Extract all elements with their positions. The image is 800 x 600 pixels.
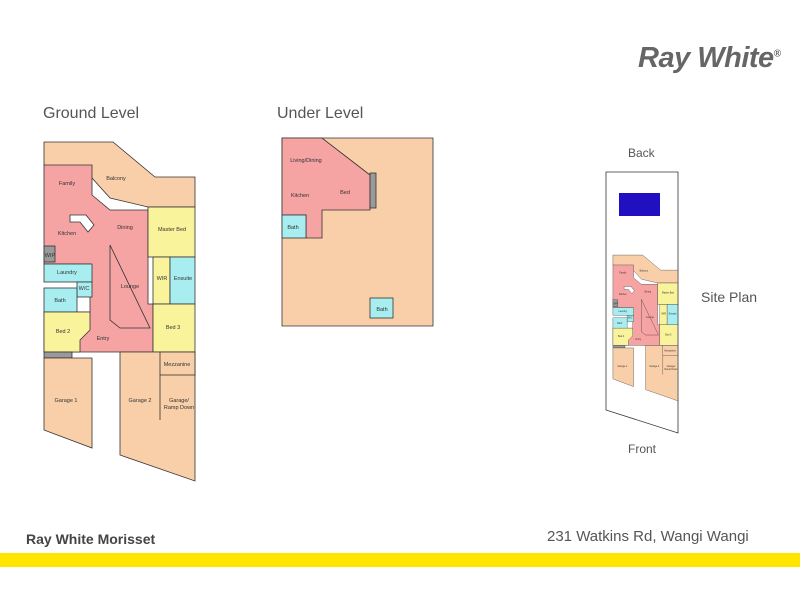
- agency-name: Ray White Morisset: [26, 531, 156, 547]
- room-garage-ramp-2: Ramp Down: [164, 405, 194, 411]
- room-under-bath-1: Bath: [287, 225, 298, 231]
- room-dining: Dining: [117, 225, 133, 231]
- room-bed-2: Bed 2: [56, 329, 70, 335]
- logo-mark: ®: [773, 48, 781, 60]
- room-entry: Entry: [97, 336, 110, 342]
- brand-yellow-band: [0, 553, 800, 567]
- room-family: Family: [59, 181, 75, 187]
- site-back-label: Back: [628, 146, 655, 160]
- site-plan: [605, 171, 679, 434]
- property-address: 231 Watkins Rd, Wangi Wangi: [547, 528, 749, 545]
- site-house-footprint: [612, 254, 679, 402]
- ground-level-heading: Ground Level: [43, 105, 140, 122]
- room-garage-1: Garage 1: [55, 398, 78, 404]
- logo-text: Ray White: [638, 42, 774, 74]
- room-balcony: Balcony: [106, 176, 126, 182]
- site-front-label: Front: [628, 442, 657, 456]
- room-master-bed: Master Bed: [158, 227, 186, 233]
- room-lounge: Lounge: [121, 284, 139, 290]
- ray-white-logo: Ray White®: [638, 42, 781, 75]
- room-garage-ramp-1: Garage/: [169, 398, 189, 404]
- room-ensuite: Ensuite: [174, 276, 192, 282]
- room-garage-2: Garage 2: [129, 398, 152, 404]
- room-mezzanine: Mezzanine: [164, 362, 191, 368]
- room-under-bath-2: Bath: [376, 307, 387, 313]
- ground-level-plan: Family Balcony Kitchen Dining Master Bed…: [43, 141, 196, 482]
- room-kitchen: Kitchen: [58, 231, 76, 237]
- under-level-heading: Under Level: [277, 105, 364, 122]
- room-under-kitchen: Kitchen: [291, 193, 309, 199]
- room-wip: WIP: [45, 253, 56, 259]
- room-living-dining: Living/Dining: [290, 158, 322, 164]
- site-plan-heading: Site Plan: [701, 289, 758, 305]
- room-bath: Bath: [54, 298, 65, 304]
- room-bed-3: Bed 3: [166, 325, 180, 331]
- pool: [619, 193, 660, 216]
- room-laundry: Laundry: [57, 270, 77, 276]
- room-under-bed: Bed: [340, 190, 350, 196]
- room-wc: W/C: [79, 286, 90, 292]
- room-wir: WIR: [157, 276, 168, 282]
- under-level-plan: Living/Dining Bed Kitchen Bath Bath: [281, 137, 434, 327]
